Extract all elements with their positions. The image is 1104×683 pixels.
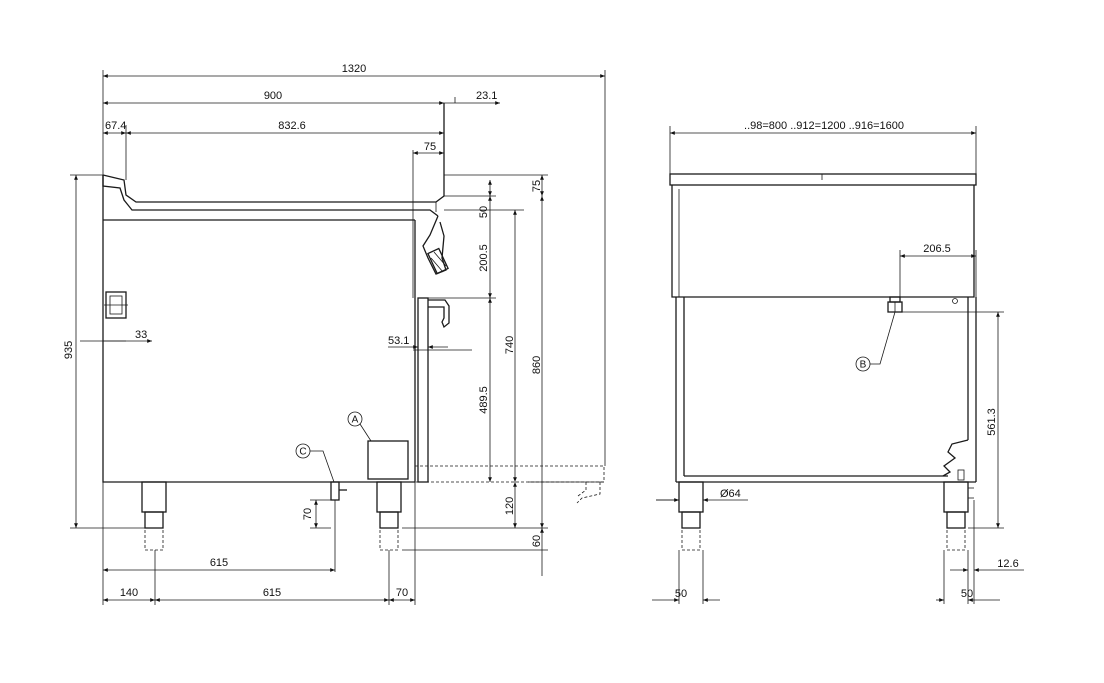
dim-inner-width: 832.6 xyxy=(278,120,306,132)
front-view: 1320 900 23.1 67.4 832.6 75 935 75 860 5… xyxy=(63,63,606,605)
tap-assembly xyxy=(422,215,449,275)
dim-foot-clearance: 120 xyxy=(504,497,516,515)
front-legs xyxy=(141,481,402,551)
side-extension-lines xyxy=(656,126,1004,604)
component-a-box xyxy=(367,440,409,480)
dim-rim-drop: 50 xyxy=(478,206,490,218)
dim-foot-diameter: Ø64 xyxy=(720,488,741,500)
front-body-outline xyxy=(102,103,445,483)
dim-rear-offset: 12.6 xyxy=(997,558,1018,570)
dim-outlet-offset: 206.5 xyxy=(923,243,951,255)
callout-a-label: A xyxy=(352,415,359,426)
dim-overall-height: 935 xyxy=(63,341,75,359)
dim-side-leg-left: 50 xyxy=(675,588,687,600)
door-handle xyxy=(417,297,450,483)
dim-outlet-height: 561.3 xyxy=(986,408,998,436)
outlet-b xyxy=(887,296,903,313)
outflow-dashed xyxy=(415,465,605,504)
extension-lines xyxy=(70,70,606,605)
callout-a: A xyxy=(347,411,372,442)
dim-handle-height: 489.5 xyxy=(478,386,490,414)
dim-drain-x: 615 xyxy=(210,557,228,569)
dim-leg-left: 140 xyxy=(120,587,138,599)
dim-drain-height: 70 xyxy=(302,508,314,520)
dim-tap-height: 200.5 xyxy=(478,244,490,272)
dim-valve-depth: 33 xyxy=(135,329,147,341)
callout-b-label: B xyxy=(860,360,867,371)
side-body-outline xyxy=(669,173,977,483)
callout-b: B xyxy=(855,311,896,372)
side-legs xyxy=(678,481,974,551)
drain-c xyxy=(330,481,347,501)
dim-top-width: 900 xyxy=(264,90,282,102)
dim-left-inset: 67.4 xyxy=(105,120,126,132)
dim-top-rim: 75 xyxy=(531,180,543,192)
side-dimension-lines xyxy=(652,131,1024,602)
dimension-lines xyxy=(74,74,605,602)
dim-depth-variants: ..98=800 ..912=1200 ..916=1600 xyxy=(744,120,904,132)
side-valve xyxy=(104,291,128,319)
dim-tap-clearance: 75 xyxy=(424,141,436,153)
dim-side-leg-right: 50 xyxy=(961,588,973,600)
callout-c-label: C xyxy=(299,447,306,458)
dim-overall-width: 1320 xyxy=(342,63,366,75)
dim-handle-depth: 53.1 xyxy=(388,335,409,347)
callout-c: C xyxy=(295,443,335,483)
dim-leg-spacing: 615 xyxy=(263,587,281,599)
dim-inner-height: 740 xyxy=(504,336,516,354)
dim-leg-right: 70 xyxy=(396,587,408,599)
dim-foot-adjust: 60 xyxy=(531,535,543,547)
dim-body-height: 860 xyxy=(531,356,543,374)
side-view: ..98=800 ..912=1200 ..916=1600 206.5 561… xyxy=(652,120,1024,604)
dim-flue-offset: 23.1 xyxy=(476,90,497,102)
